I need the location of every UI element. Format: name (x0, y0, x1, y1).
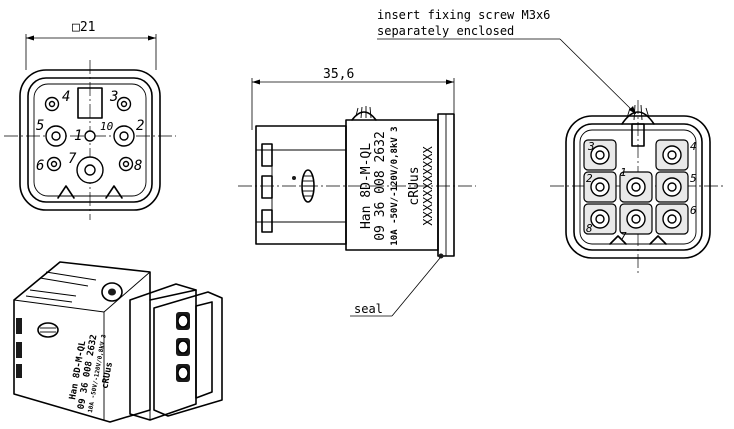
front-pin-1 (84, 130, 96, 142)
square-size-label: □21 (72, 20, 95, 35)
side-marking-line5: XXXXXXXXXXX (421, 145, 435, 225)
rear-pin-label-3: 3 (587, 140, 595, 153)
seal-label: seal (354, 302, 383, 316)
rear-view: 3 4 2 5 1 6 8 7 (550, 100, 724, 276)
front-pins (44, 96, 135, 184)
side-marking: Han 8D-M-QL 09 36 008 2632 10A -50V/-120… (359, 126, 435, 245)
iso-marking: Han 8D-M-QL 09 36 008 2632 10A -50V/-120… (68, 334, 115, 414)
side-marking-line3: 10A -50V/-120V/0,8kV 3 (390, 126, 400, 245)
length-label: 35,6 (323, 67, 354, 82)
seal-callout: seal (350, 257, 441, 317)
rear-pin-label-1: 1 (620, 166, 627, 179)
side-marking-line2: 09 36 008 2632 (373, 131, 388, 241)
square-dimension: □21 (25, 20, 157, 70)
rear-pin-label-8: 8 (586, 222, 593, 235)
side-marking-line4: cRUus (407, 166, 422, 205)
rear-screw-head (621, 111, 655, 125)
iso-front-face (153, 291, 223, 417)
front-pin-label-6: 6 (36, 158, 44, 174)
side-screw-head (351, 111, 377, 121)
front-pin-label-1: 1 (74, 128, 82, 144)
front-pin-label-4: 4 (62, 89, 70, 105)
coding-slot (77, 87, 103, 119)
length-dimension: 35,6 (251, 67, 455, 130)
side-marking-line1: Han 8D-M-QL (359, 143, 374, 229)
rear-outer-body (565, 115, 711, 259)
front-view: □21 (4, 20, 176, 220)
rear-pin-label-2: 2 (586, 172, 593, 185)
iso-flange (129, 283, 197, 421)
iso-marking-line4: cRUus (100, 361, 115, 389)
rear-pins (583, 139, 689, 235)
rear-pin-label-5: 5 (690, 172, 697, 185)
rear-pin-label-6: 6 (690, 204, 697, 217)
front-pin-label-3: 3 (109, 89, 118, 105)
screw-callout: insert fixing screw M3x6 separately encl… (377, 8, 637, 115)
iso-logo-oval (37, 322, 59, 338)
front-pe-label: 10 (100, 120, 114, 133)
side-seal-dot (438, 253, 444, 259)
front-latch-left (57, 185, 75, 199)
side-view: 35,6 Han 8D-M-QL 09 36 (238, 67, 476, 259)
rear-pin-label-4: 4 (690, 140, 697, 153)
iso-screw (101, 282, 123, 302)
front-pin-label-5: 5 (36, 118, 44, 134)
screw-callout-line2: separately enclosed (377, 24, 514, 38)
front-pin-label-7: 7 (68, 151, 77, 167)
isometric-view: Han 8D-M-QL 09 36 008 2632 10A -50V/-120… (13, 261, 223, 423)
front-pin-label-8: 8 (134, 158, 142, 174)
front-latch-right (105, 185, 123, 199)
rear-pin-label-7: 7 (620, 230, 627, 243)
front-pin-label-2: 2 (136, 118, 144, 134)
screw-callout-line1: insert fixing screw M3x6 (377, 8, 550, 22)
